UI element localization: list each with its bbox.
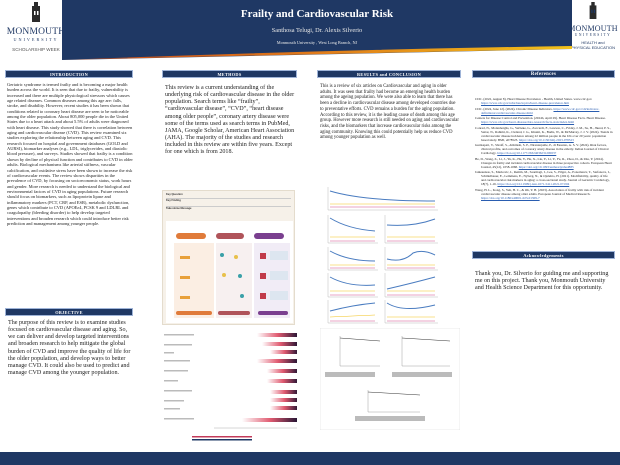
affiliation: Monmouth University , West Long Branch, … <box>276 40 358 45</box>
acknowledgements-heading: Acknowledgements <box>472 251 615 259</box>
title-banner: Frailty and Cardiovascular Risk Santhosa… <box>62 0 572 60</box>
reference-item: Centers for Disease Control and Preventi… <box>475 116 606 124</box>
swoosh-decoration <box>62 46 572 60</box>
reference-link[interactable]: https://www.cdc.gov/nchs/hus/topics/hear… <box>481 101 569 105</box>
reference-link[interactable]: https://doi.org/10.1136/bmj-2023-078523 <box>518 137 574 142</box>
methods-text: This review is a current understanding o… <box>165 85 295 156</box>
introduction-text: Geriatric syndrome is termed frailty and… <box>7 82 133 226</box>
logo-sub: UNIVERSITY <box>13 37 59 42</box>
reference-item: CDC. (2022, August 8). Heart Disease Pre… <box>475 97 593 105</box>
introduction-heading: INTRODUCTION <box>5 70 133 78</box>
reference-item: He, D., Wang, Z., Li, J., Yu, K., He, Y.… <box>475 156 612 169</box>
references-heading: References <box>472 70 615 78</box>
monmouth-logo-right: MONMOUTH UNIVERSITY HEALTH and PHYSICAL … <box>566 2 620 50</box>
objective-heading: OBJECTIVE <box>5 308 133 316</box>
survival-curves-figure <box>320 328 460 430</box>
acknowledgements-text: Thank you, Dr. Silverio for guiding me a… <box>475 271 609 292</box>
references-list: CDC. (2022, August 8). Heart Disease Pre… <box>475 97 613 201</box>
reference-link[interactable]: https://doi.org/10.1177/2632463623120063… <box>497 151 557 155</box>
reference-item: CDC. (2024, June 12). (2024). Chronic Di… <box>475 106 600 115</box>
reference-link[interactable]: https://doi.org/10.1186/s40001-023-01309… <box>481 195 540 200</box>
scholarship-week: SCHOLARSHIP WEEK <box>12 47 60 52</box>
central-illustration-figure: Key Question Key Finding Take-Home Messa… <box>162 190 295 325</box>
dept-line1: HEALTH and <box>581 40 605 45</box>
take-home-label: Take-Home Message <box>166 207 192 210</box>
reference-link[interactable]: https://www.cdc.gov/heart-disease/data-r… <box>481 120 575 124</box>
reference-item: Jankauskas, S., Markovic, I., Remm, M., … <box>475 170 611 186</box>
dept-line2: PHYSICAL EDUCATION <box>570 45 615 50</box>
logo-name: MONMOUTH <box>568 24 618 33</box>
frailty-infographic <box>166 221 293 323</box>
authors: Santhosa Telugi, Dr. Alexis Silverio <box>271 27 363 34</box>
reference-link[interactable]: https://doi.org/10.1093/eurheartj/ehad88… <box>518 164 574 169</box>
reference-item: Wang, H. L., Kong, S., Yeh, H. C., & Oh,… <box>475 187 604 200</box>
key-question-label: Key Question <box>166 193 183 196</box>
poster-title: Frailty and Cardiovascular Risk <box>240 8 394 20</box>
monmouth-logo-left: MONMOUTH UNIVERSITY SCHOLARSHIP WEEK <box>2 2 70 52</box>
logo-sub: UNIVERSITY <box>574 33 612 37</box>
reference-item: Gurikapati, V., Shroff, S., Abhilash, S.… <box>475 143 609 155</box>
footer-bar <box>0 452 620 465</box>
key-finding-label: Key Finding <box>166 199 181 202</box>
forest-plot-figure <box>164 333 297 441</box>
objective-text: The purpose of this review is to examine… <box>8 320 131 377</box>
reference-link[interactable]: https://doi.org/10.11909/j.issn.1671-541… <box>497 182 570 186</box>
results-heading: RESULTS and CONCLUSION <box>317 70 461 78</box>
methods-heading: METHODS <box>162 70 297 78</box>
tower-icon <box>589 2 597 20</box>
results-text: This is a review of six articles on Card… <box>320 84 459 141</box>
tower-icon <box>32 2 40 22</box>
reference-link[interactable]: https://www.cdc.gov/cdi/indicator-defini… <box>481 106 600 115</box>
logo-name: MONMOUTH <box>6 27 66 37</box>
cvd-trend-line-charts <box>327 187 438 324</box>
reference-item: Conrad, N., Molenberghs, G., Verbeke, G.… <box>475 125 613 142</box>
